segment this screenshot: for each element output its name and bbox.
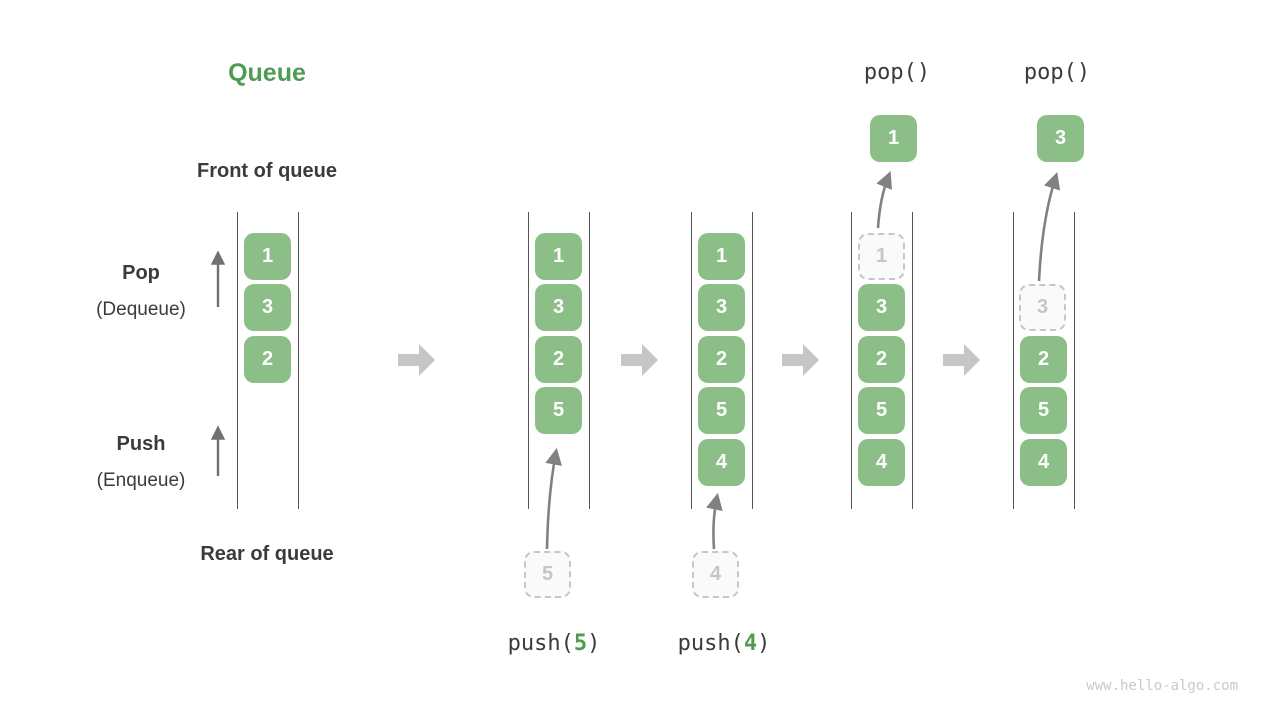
queue-element: 5 (535, 387, 582, 434)
queue-element: 3 (698, 284, 745, 331)
queue-element: 4 (858, 439, 905, 486)
queue-wall (1013, 212, 1014, 509)
queue-element: 4 (1020, 439, 1067, 486)
removed-element-ghost: 3 (1019, 284, 1066, 331)
queue-element: 1 (535, 233, 582, 280)
pop-op-label: pop() (1023, 60, 1091, 85)
push-5-op-label: push(5) (474, 631, 634, 656)
queue-element: 1 (244, 233, 291, 280)
watermark: www.hello-algo.com (1086, 678, 1238, 694)
queue-element: 5 (858, 387, 905, 434)
queue-wall (589, 212, 590, 509)
queue-wall (1074, 212, 1075, 509)
op-prefix: push( (677, 631, 744, 656)
queue-element: 2 (858, 336, 905, 383)
queue-wall (752, 212, 753, 509)
enqueue-sublabel: (Enqueue) (96, 470, 186, 491)
right-arrow-icon (398, 344, 435, 376)
pop-1-flow-arrow-icon (876, 171, 893, 229)
queue-wall (691, 212, 692, 509)
pop-op-label: pop() (863, 60, 931, 85)
push-4-flow-arrow-icon (706, 492, 723, 550)
queue-element: 5 (698, 387, 745, 434)
rear-of-queue-label: Rear of queue (200, 543, 334, 565)
push-label: Push (116, 433, 166, 455)
right-arrow-icon (943, 344, 980, 376)
right-arrow-icon (782, 344, 819, 376)
popped-element: 3 (1037, 115, 1084, 162)
right-arrow-icon (621, 344, 658, 376)
queue-element: 2 (244, 336, 291, 383)
queue-wall (528, 212, 529, 509)
queue-element: 3 (858, 284, 905, 331)
queue-wall (237, 212, 238, 509)
op-argument: 5 (573, 631, 588, 656)
popped-element: 1 (870, 115, 917, 162)
incoming-element-ghost: 4 (692, 551, 739, 598)
op-prefix: push( (507, 631, 574, 656)
op-argument: 4 (743, 631, 758, 656)
queue-element: 2 (535, 336, 582, 383)
queue-element: 2 (1020, 336, 1067, 383)
push-4-op-label: push(4) (644, 631, 804, 656)
front-of-queue-label: Front of queue (197, 160, 337, 182)
queue-wall (298, 212, 299, 509)
queue-wall (851, 212, 852, 509)
pop-3-flow-arrow-icon (1037, 171, 1061, 282)
queue-element: 4 (698, 439, 745, 486)
dequeue-sublabel: (Dequeue) (96, 299, 186, 320)
queue-element: 1 (698, 233, 745, 280)
removed-element-ghost: 1 (858, 233, 905, 280)
queue-element: 2 (698, 336, 745, 383)
pop-label: Pop (122, 262, 160, 284)
op-suffix: ) (757, 631, 771, 656)
queue-element: 3 (244, 284, 291, 331)
push-5-flow-arrow-icon (545, 447, 562, 550)
op-suffix: ) (587, 631, 601, 656)
queue-element: 5 (1020, 387, 1067, 434)
figure-title: Queue (228, 59, 306, 87)
queue-wall (912, 212, 913, 509)
queue-element: 3 (535, 284, 582, 331)
incoming-element-ghost: 5 (524, 551, 571, 598)
